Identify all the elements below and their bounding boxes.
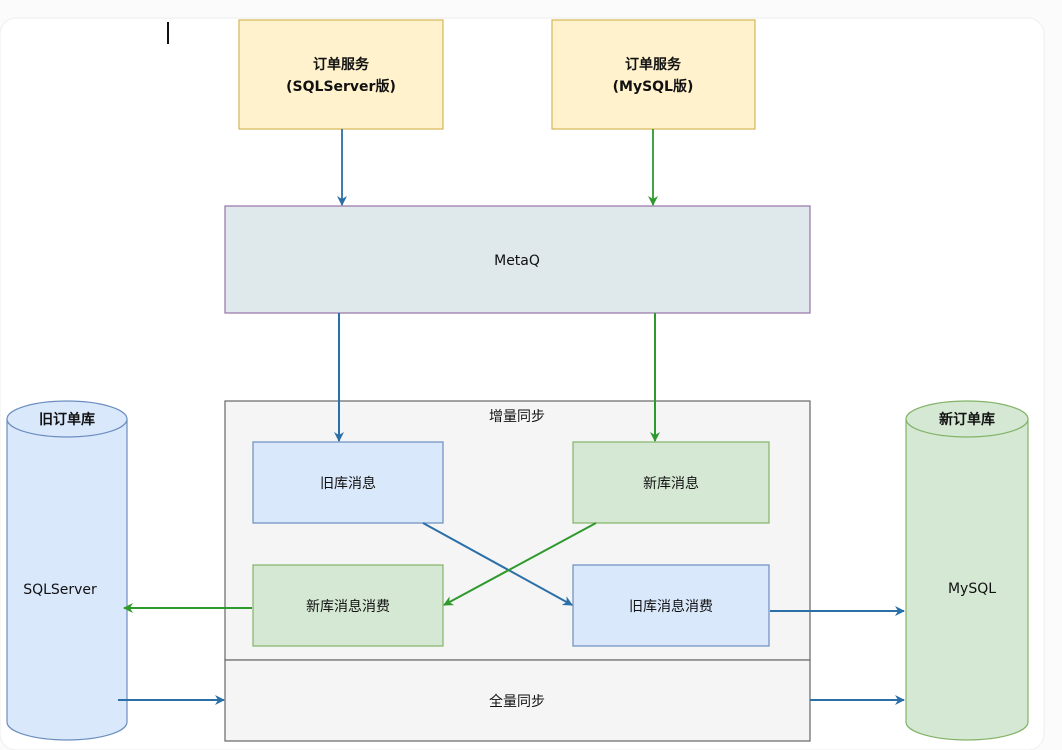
incremental-sync-title: 增量同步	[489, 409, 545, 425]
new-msg-consume-box: 新库消息消费	[252, 564, 444, 647]
old-msg-box: 旧库消息	[252, 441, 444, 524]
new-db-label: MySQL	[948, 581, 996, 597]
new-msg-consume-label: 新库消息消费	[306, 598, 390, 615]
old-msg-consume-label: 旧库消息消费	[629, 598, 713, 615]
service-mysql-subtitle: (MySQL版)	[613, 78, 694, 95]
new-db-title: 新订单库	[939, 411, 995, 428]
service-box-mysql: 订单服务 (MySQL版)	[551, 19, 756, 130]
old-db-title: 旧订单库	[39, 411, 95, 428]
old-db-cylinder: 旧订单库 SQLServer	[6, 400, 128, 741]
service-mysql-title: 订单服务	[625, 56, 682, 73]
arrow-new-msg-to-new-consume	[443, 522, 597, 606]
old-msg-label: 旧库消息	[320, 475, 376, 492]
new-msg-box: 新库消息	[572, 441, 770, 524]
old-msg-consume-box: 旧库消息消费	[572, 564, 770, 647]
arrow-old-msg-to-old-consume	[422, 522, 573, 606]
service-sqlserver-title: 订单服务	[313, 56, 370, 73]
full-sync-label: 全量同步	[489, 693, 545, 710]
old-db-label: SQLServer	[23, 582, 97, 598]
new-msg-label: 新库消息	[643, 475, 699, 492]
metaq-box: MetaQ	[224, 205, 811, 314]
service-box-sqlserver: 订单服务 (SQLServer版)	[238, 19, 444, 130]
new-db-cylinder: 新订单库 MySQL	[905, 400, 1029, 741]
full-sync-box: 全量同步	[224, 659, 811, 742]
service-sqlserver-subtitle: (SQLServer版)	[286, 78, 396, 95]
metaq-label: MetaQ	[494, 253, 540, 269]
